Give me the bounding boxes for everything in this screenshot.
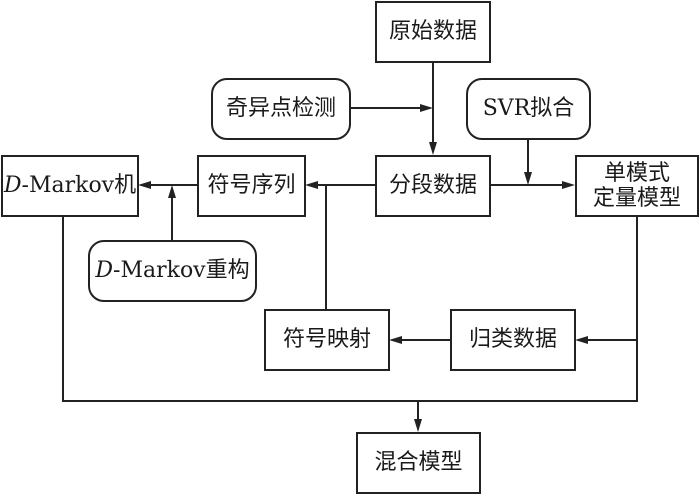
node-single-mode-model: 单模式 定量模型	[575, 155, 699, 217]
node-label: 奇异点检测	[225, 96, 336, 122]
node-label-rest: -Markov机	[21, 173, 137, 199]
node-svr-fitting: SVR拟合	[466, 78, 591, 140]
node-classified-data: 归类数据	[450, 309, 576, 371]
node-label-italic: D	[3, 173, 22, 199]
node-label: 符号序列	[207, 173, 296, 199]
arrowhead-single-mode	[562, 181, 575, 189]
node-label: 原始数据	[388, 19, 477, 45]
arrowhead-mapping	[389, 336, 402, 344]
edge-to-hybrid-bus	[62, 216, 638, 402]
node-label: 单模式 定量模型	[592, 160, 681, 211]
node-label: D-Markov重构	[95, 258, 249, 283]
arrowhead-reconstruct	[168, 185, 176, 198]
arrowhead-classified	[575, 336, 588, 344]
node-outlier-detection: 奇异点检测	[211, 78, 351, 140]
node-dmarkov-machine: D-Markov机	[1, 155, 139, 217]
node-label: 归类数据	[468, 327, 557, 353]
node-label-rest: -Markov重构	[113, 258, 250, 284]
node-label: SVR拟合	[482, 96, 575, 122]
node-dmarkov-reconstruct: D-Markov重构	[88, 240, 257, 302]
arrowhead-raw-to-segmented	[429, 142, 437, 155]
node-label: 符号映射	[282, 327, 371, 353]
node-raw-data: 原始数据	[375, 1, 491, 63]
arrowhead-hybrid	[414, 419, 422, 432]
node-hybrid-model: 混合模型	[356, 432, 481, 494]
node-symbol-mapping: 符号映射	[264, 309, 390, 371]
node-label-italic: D	[95, 258, 114, 284]
arrowhead-outlier	[420, 104, 433, 112]
node-label: 混合模型	[374, 450, 463, 476]
node-label: D-Markov机	[4, 173, 136, 198]
node-segmented-data: 分段数据	[375, 155, 491, 217]
edge-single-mode-to-classified	[584, 216, 638, 341]
arrowhead-svr	[524, 172, 532, 185]
arrowhead-dmarkov	[138, 181, 151, 189]
node-symbol-sequence: 符号序列	[197, 155, 306, 217]
node-label: 分段数据	[388, 173, 477, 199]
arrowhead-symbol-seq	[305, 181, 318, 189]
